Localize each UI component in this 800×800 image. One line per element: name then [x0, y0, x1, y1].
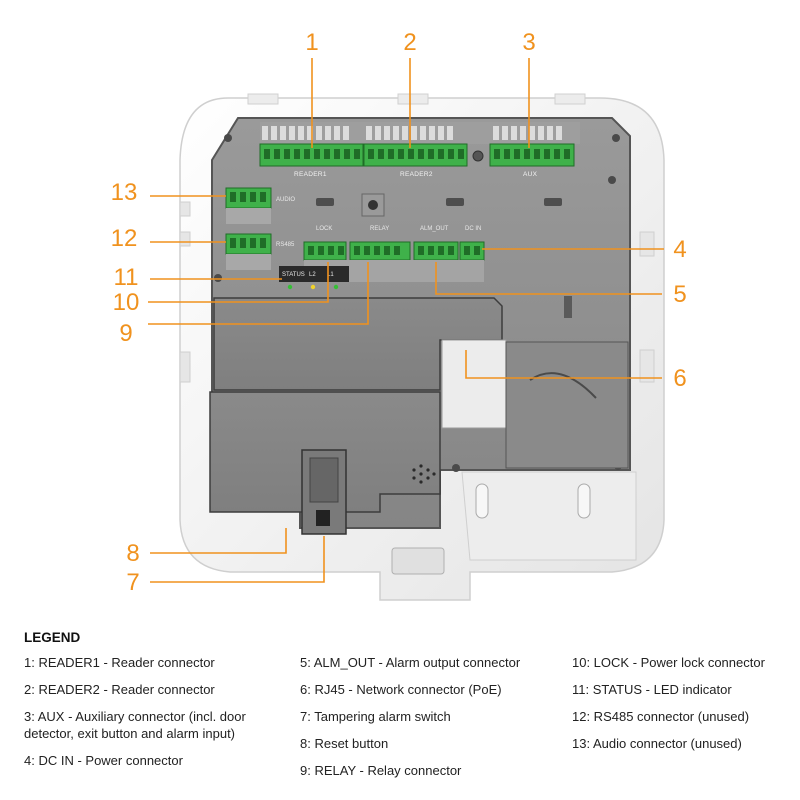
status-panel: [279, 266, 349, 282]
l2-label: L2: [309, 272, 316, 278]
status-led-green: [287, 284, 293, 290]
legend-column-3: 10: LOCK - Power lock connector 11: STAT…: [572, 654, 794, 762]
component: [446, 198, 464, 206]
case-tab: [554, 93, 586, 105]
terminal-pin-labels: [262, 126, 562, 140]
lock-terminal: [303, 241, 347, 261]
mount-slot: [475, 483, 489, 519]
callout-12: 12: [111, 225, 138, 252]
case-clip: [179, 201, 191, 217]
status-led-yellow: [310, 284, 316, 290]
callout-13: 13: [111, 179, 138, 206]
callout-4: 4: [673, 236, 686, 263]
status-label: STATUS: [282, 272, 305, 278]
rs485-label: RS485: [276, 242, 295, 248]
component: [564, 296, 572, 318]
legend-item-7: 7: Tampering alarm switch: [300, 709, 451, 724]
callout-8: 8: [126, 540, 139, 567]
callout-7: 7: [126, 569, 139, 596]
dc-in-terminal: [459, 241, 485, 261]
screw-hole: [452, 464, 460, 472]
case-clip: [639, 231, 655, 257]
case-clip: [179, 231, 191, 247]
callout-9: 9: [119, 320, 132, 347]
dc-in-label: DC IN: [465, 226, 481, 232]
legend-item-9: 9: RELAY - Relay connector: [300, 763, 462, 778]
legend-item-10: 10: LOCK - Power lock connector: [572, 655, 765, 670]
screw-hole: [612, 134, 620, 142]
legend-item-5: 5: ALM_OUT - Alarm output connector: [300, 655, 521, 670]
legend-item-8: 8: Reset button: [300, 736, 389, 751]
rj45-port-area: [441, 339, 507, 429]
reader1-label: READER1: [294, 171, 327, 178]
cable-outlet: [391, 547, 445, 575]
status-led-green-2: [333, 284, 339, 290]
l1-label: L1: [327, 272, 334, 278]
rs485-terminal: [225, 233, 272, 270]
alm-out-label: ALM_OUT: [420, 226, 449, 232]
screw-hole: [368, 200, 378, 210]
legend-item-3: 3: AUX - Auxiliary connector (incl. door…: [24, 709, 246, 741]
case-clip: [639, 349, 655, 383]
reader2-terminal: [363, 143, 468, 167]
legend-column-2: 5: ALM_OUT - Alarm output connector 6: R…: [300, 654, 565, 789]
audio-label: AUDIO: [276, 197, 295, 203]
legend-item-1: 1: READER1 - Reader connector: [24, 655, 215, 670]
relay-terminal: [349, 241, 411, 261]
component: [316, 198, 334, 206]
case-recess: [461, 471, 637, 561]
callout-5: 5: [673, 281, 686, 308]
component: [544, 198, 562, 206]
speaker-grille: [412, 464, 436, 484]
callout-3: 3: [522, 29, 535, 56]
legend-item-6: 6: RJ45 - Network connector (PoE): [300, 682, 502, 697]
callout-2: 2: [403, 29, 416, 56]
screw-hole: [224, 134, 232, 142]
callout-10: 10: [113, 289, 140, 316]
legend-title: LEGEND: [24, 630, 81, 645]
legend: LEGEND 1: READER1 - Reader connector 2: …: [24, 630, 794, 795]
alm-out-terminal: [413, 241, 459, 261]
mount-slot: [577, 483, 591, 519]
case-tab: [397, 93, 429, 105]
audio-terminal: [225, 187, 272, 224]
device-diagram: READER1 READER2 AUX: [111, 29, 687, 601]
tamper-slot: [309, 457, 339, 503]
callout-1: 1: [305, 29, 318, 56]
callout-11: 11: [114, 264, 139, 291]
relay-label: RELAY: [370, 226, 389, 232]
screw-hole: [608, 176, 616, 184]
reader1-terminal: [259, 143, 364, 167]
legend-item-11: 11: STATUS - LED indicator: [572, 682, 732, 697]
legend-column-1: 1: READER1 - Reader connector 2: READER2…: [24, 654, 289, 779]
board-arc: [529, 372, 597, 399]
legend-item-12: 12: RS485 connector (unused): [572, 709, 750, 724]
aux-terminal: [489, 143, 575, 167]
reader2-label: READER2: [400, 171, 433, 178]
case-tab: [247, 93, 279, 105]
leader-lines: [148, 58, 664, 583]
callout-6: 6: [673, 365, 686, 392]
legend-item-2: 2: READER2 - Reader connector: [24, 682, 215, 697]
lock-label: LOCK: [316, 226, 332, 232]
screw-hole: [214, 274, 222, 282]
tamper-switch: [316, 510, 330, 526]
legend-item-4: 4: DC IN - Power connector: [24, 753, 183, 768]
aux-label: AUX: [523, 171, 538, 178]
case-clip: [179, 351, 191, 383]
legend-item-13: 13: Audio connector (unused): [572, 736, 742, 751]
screw-hole: [472, 150, 484, 162]
board-right-section: [505, 341, 629, 469]
